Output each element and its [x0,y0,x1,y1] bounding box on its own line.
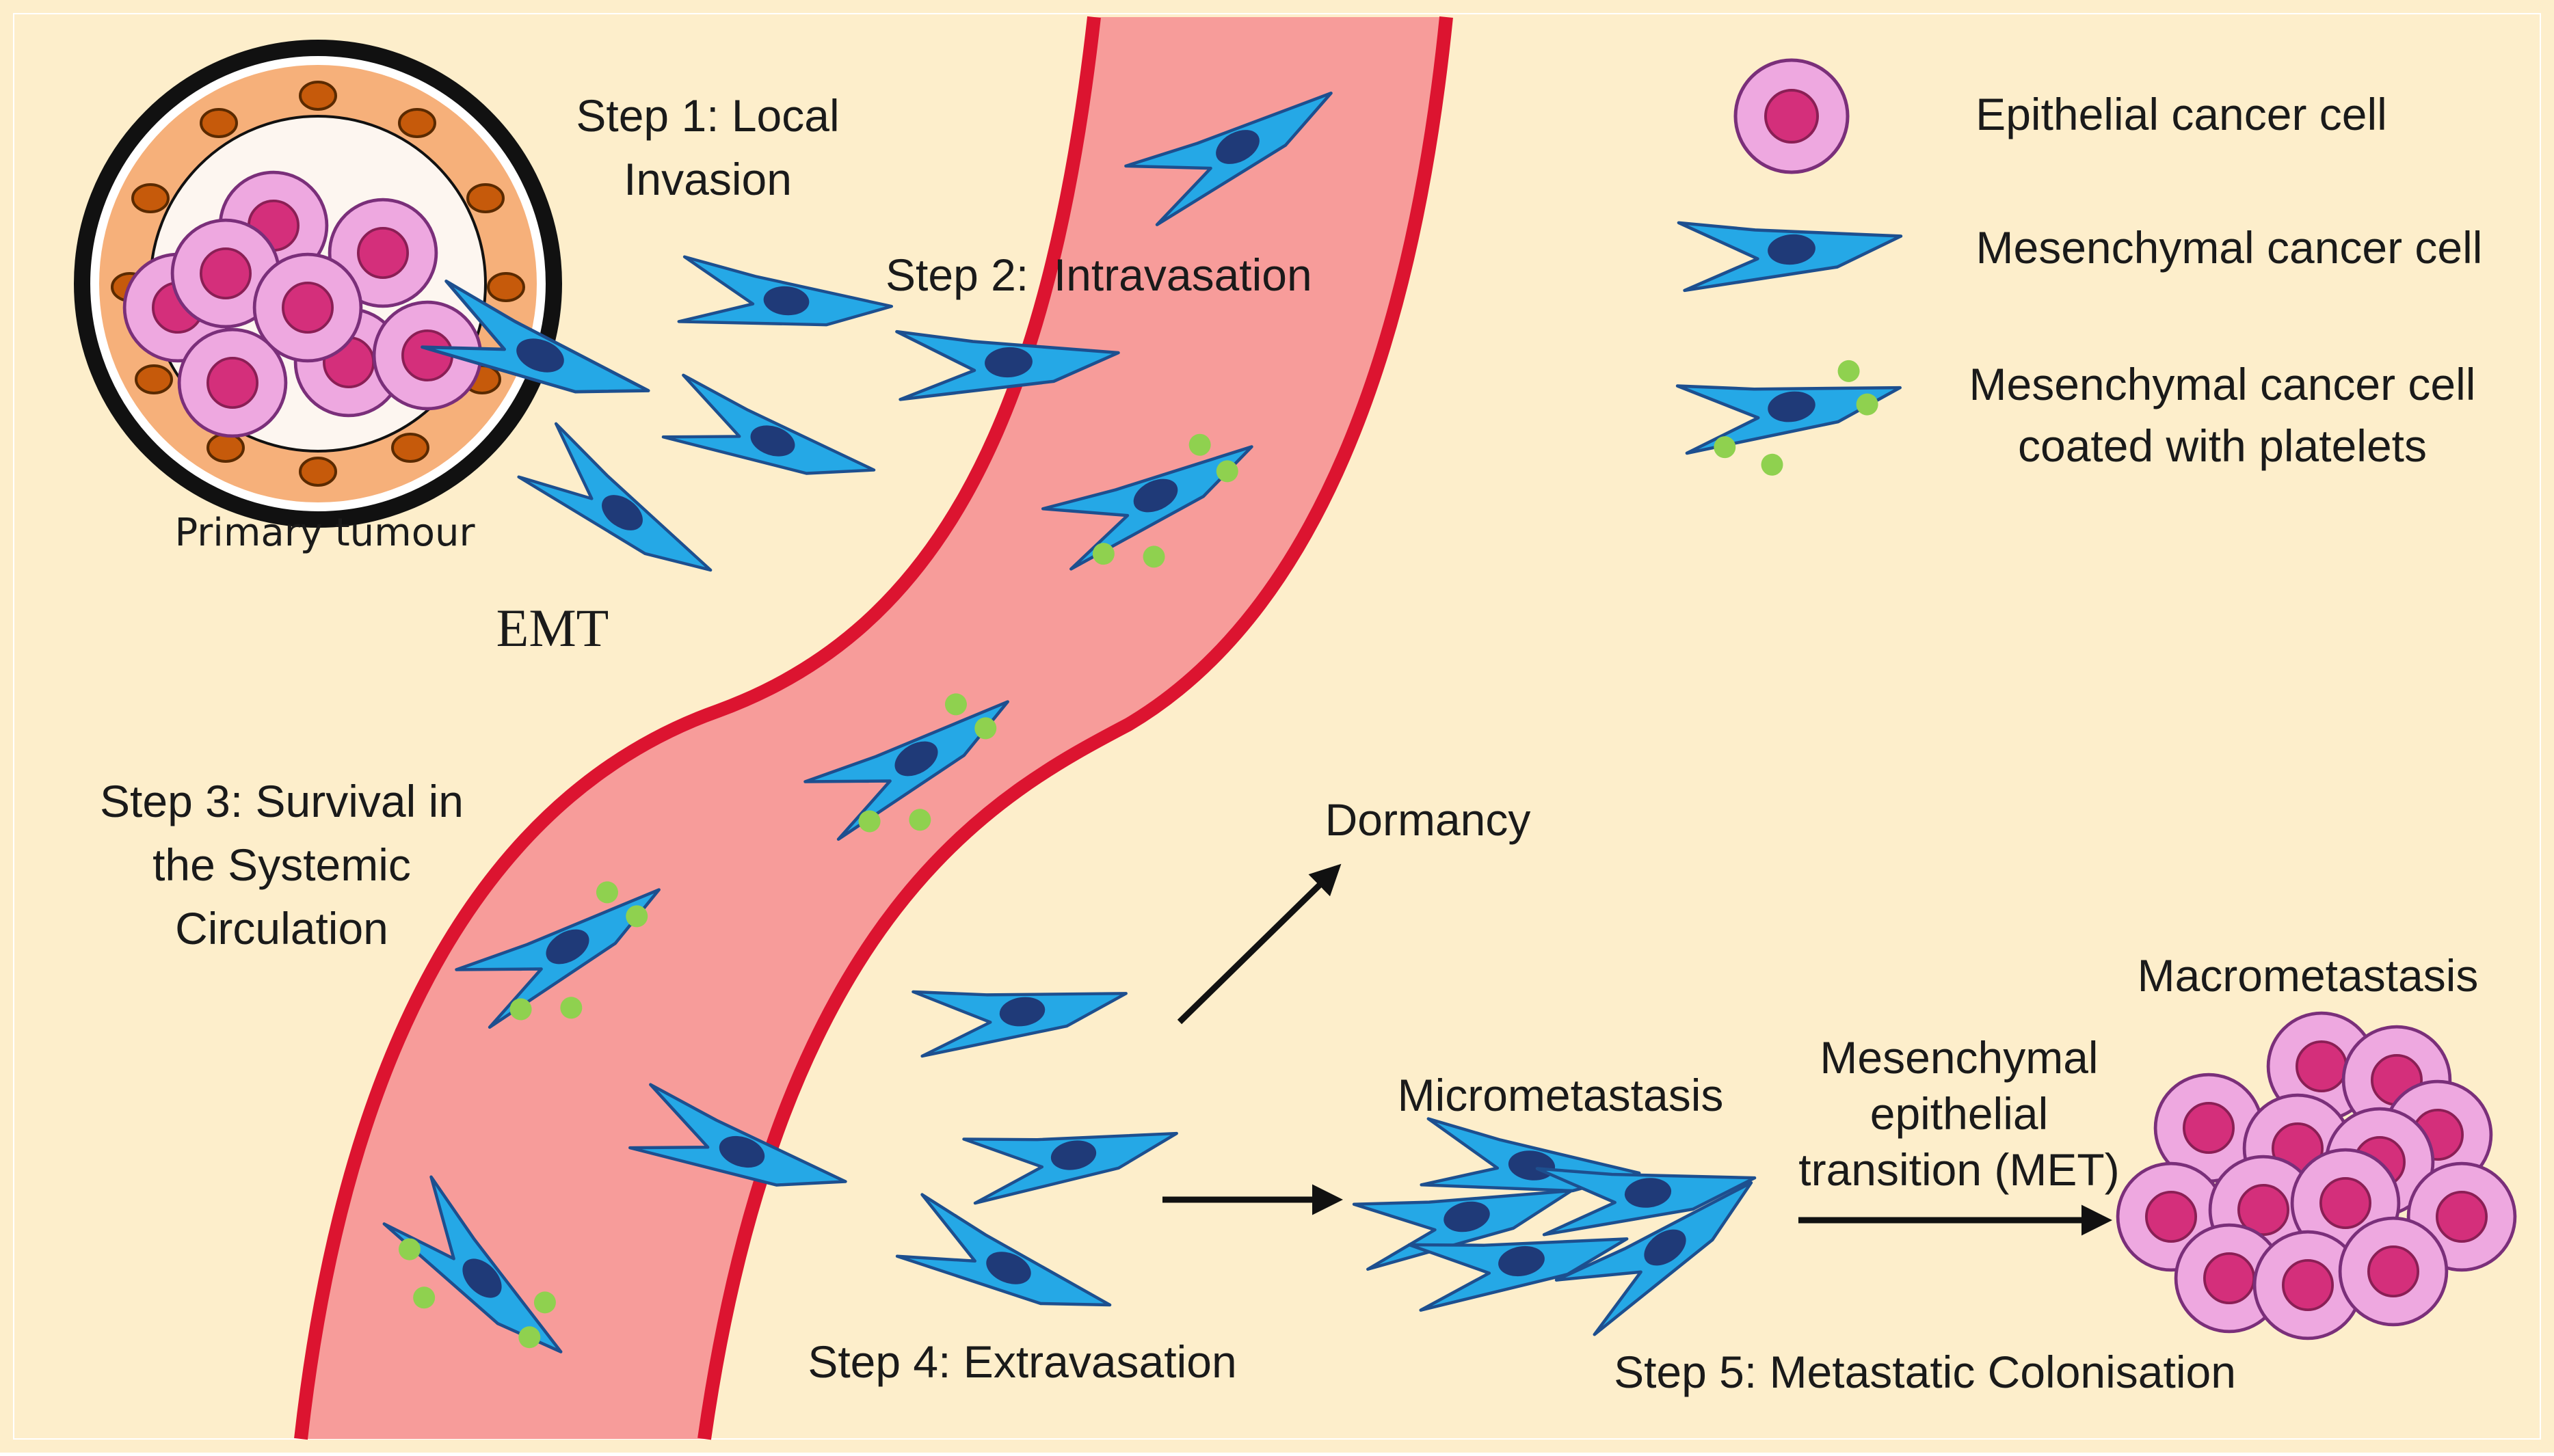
dormancy-label: Dormancy [1325,794,1531,845]
step3-label-line2: the Systemic [152,839,411,890]
step2-label: Step 2: Intravasation [886,250,1312,300]
primary-tumour [74,40,562,528]
step5-label: Step 5: Metastatic Colonisation [1614,1347,2236,1397]
step3-label-line1: Step 3: Survival in [100,776,464,826]
step3-label-line3: Circulation [175,903,388,954]
blood-vessel [301,17,1446,1439]
legend-label-mesenchymal: Mesenchymal cancer cell [1976,222,2483,273]
met-label-line1: Mesenchymal [1820,1032,2098,1083]
legend-label-platelets-line1: Mesenchymal cancer cell [1969,359,2476,409]
legend-label-epithelial: Epithelial cancer cell [1976,89,2387,139]
epithelial-cell-icon [1735,60,1848,172]
step1-label-line1: Step 1: Local [576,90,839,141]
legend: Epithelial cancer cell Mesenchymal cance… [1677,60,2483,483]
step1-label-line2: Invasion [624,154,792,204]
legend-label-platelets-line2: coated with platelets [2018,420,2427,471]
macrometastasis-label: Macrometastasis [2138,950,2479,1001]
step4-label: Step 4: Extravasation [808,1336,1236,1387]
met-label-line3: transition (MET) [1798,1144,2119,1195]
emt-label: EMT [496,598,609,658]
dormancy-arrow [1177,863,1342,1025]
vessel-wall-right [697,16,1453,1440]
met-label-line2: epithelial [1870,1088,2049,1139]
frame [13,13,2541,1440]
primary-tumour-label: Primary tumour [175,511,476,555]
micrometastasis-label: Micrometastasis [1398,1070,1724,1120]
